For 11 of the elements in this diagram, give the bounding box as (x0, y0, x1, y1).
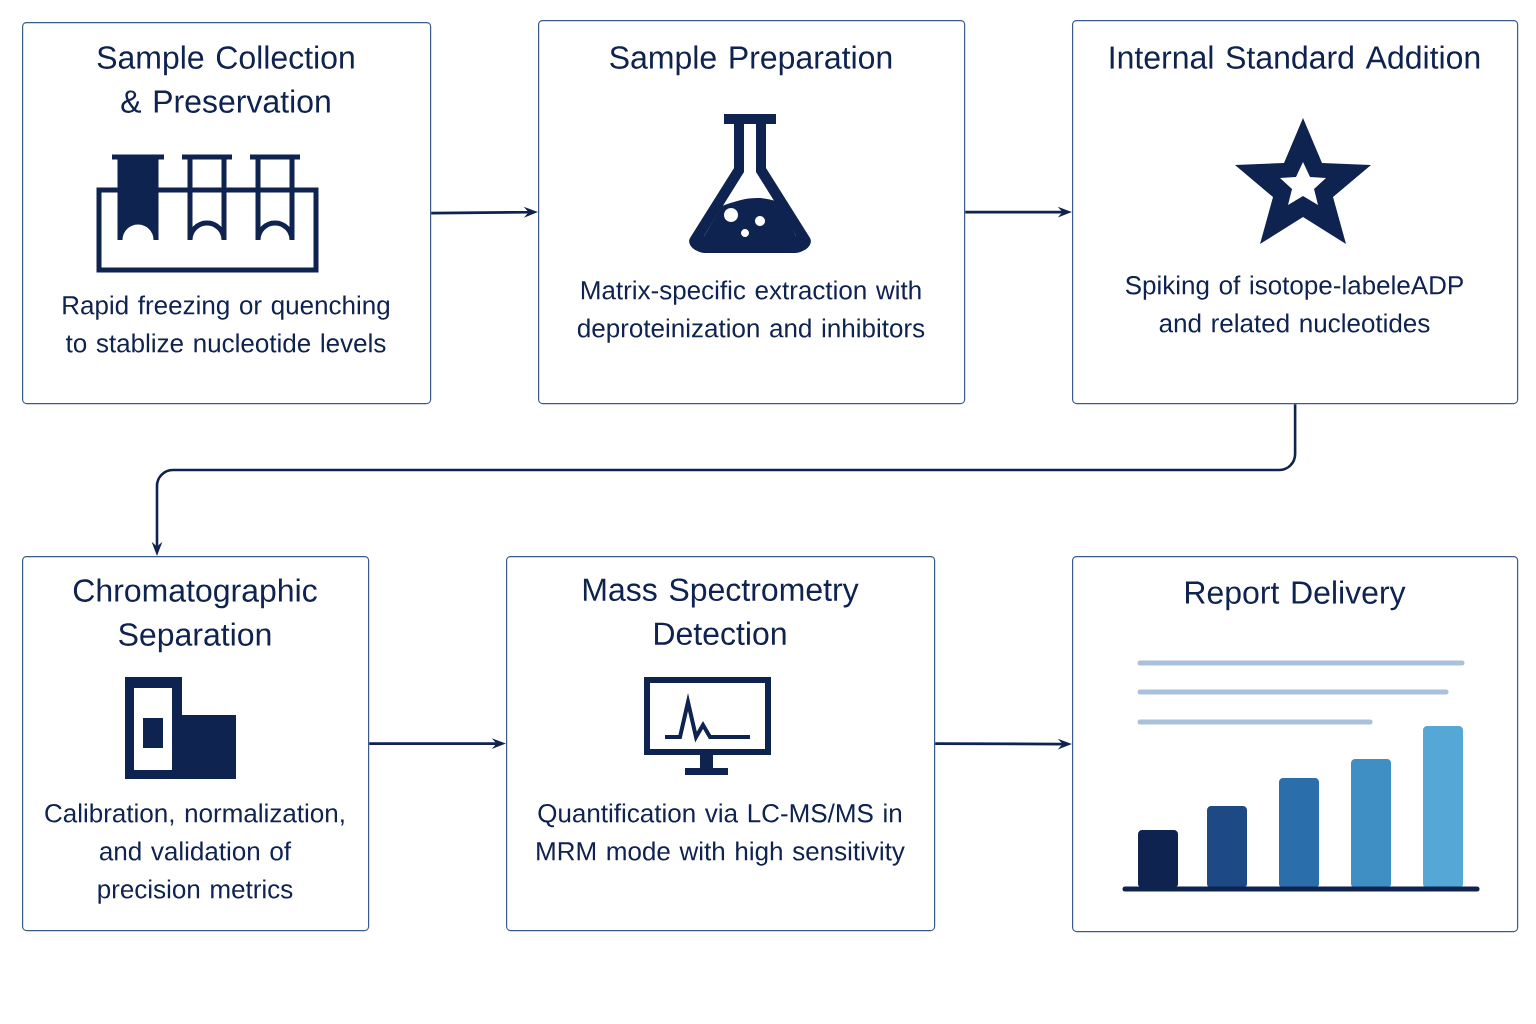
box-title: Internal Standard Addition (1110, 45, 1480, 69)
box-text: Calibration, normalization, and validation of precision metrics (45, 803, 344, 904)
box-title: Mass Spectrometry Detection (583, 578, 859, 646)
box-text: Matrix-specific extraction with deproteinization and inhibitors (577, 280, 925, 343)
box-title: Chromatographic Separation (73, 578, 317, 653)
box-text: Quantification via LC-MS/MS in MRM mode with high sensitivity (537, 803, 905, 866)
box-text: Rapid freezing or quenching to stablize nucleotide levels (63, 295, 389, 353)
box-title: Sample Preparation (610, 45, 892, 76)
box-text: Spiking of isotope-labeleADP and related nucleotides (1125, 275, 1463, 333)
box-title: Sample Collection & Preservation (97, 45, 354, 113)
box-title: Report Delivery (1186, 580, 1406, 611)
